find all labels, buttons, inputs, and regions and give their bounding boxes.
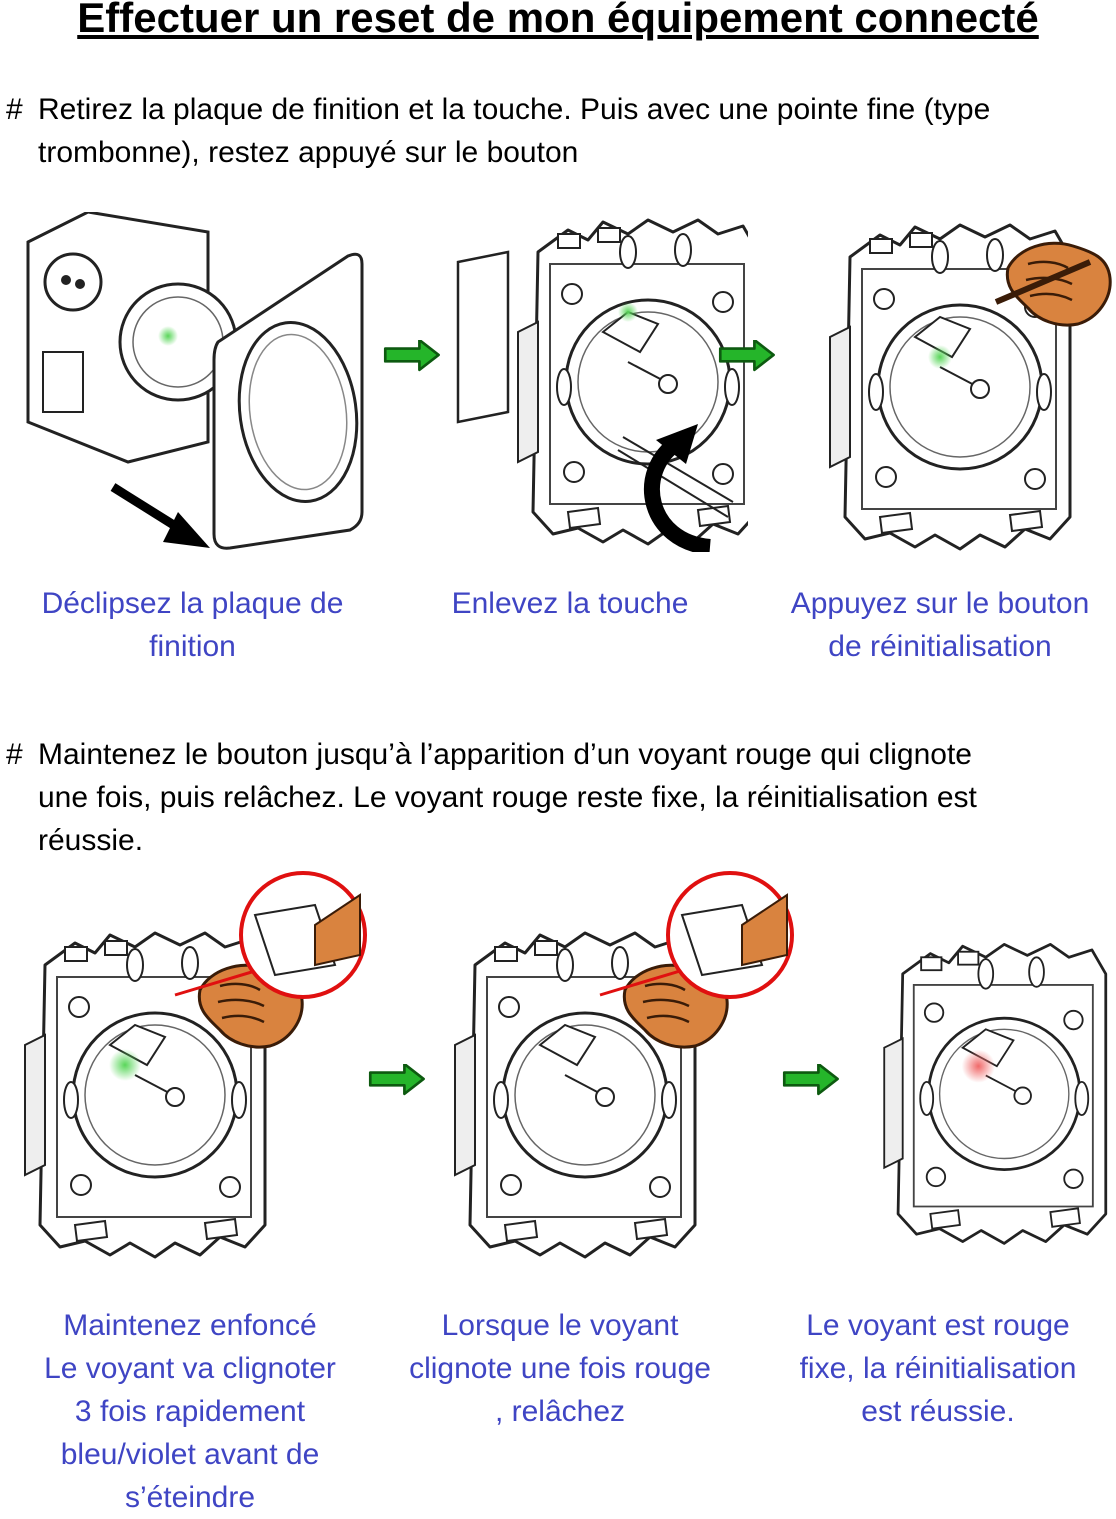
step-1-line-2: trombonne), restez appuyé sur le bouton	[38, 136, 579, 169]
device-red-led-illustration	[882, 942, 1108, 1245]
caption-line: , relâchez	[494, 1395, 626, 1428]
green-led-icon	[158, 326, 178, 346]
caption-line: clignote une fois rouge	[409, 1352, 711, 1385]
mechanism-icon	[828, 223, 1072, 551]
device-unclip-plate-illustration	[26, 212, 364, 550]
green-led-icon	[618, 302, 638, 322]
finish-plate-icon	[212, 252, 364, 550]
step-2-line-2: une fois, puis relâchez. Le voyant rouge…	[38, 781, 977, 814]
mechanism-icon	[882, 942, 1108, 1245]
device-press-button-illustration	[828, 223, 1112, 551]
caption-line: Maintenez enfoncé	[63, 1309, 317, 1342]
caption-line: Lorsque le voyant	[441, 1309, 679, 1342]
caption-line: finition	[149, 630, 236, 663]
caption-unclip-plate: Déclipsez la plaque de finition	[0, 582, 385, 668]
caption-press-reset: Appuyez sur le bouton de réinitialisatio…	[755, 582, 1116, 668]
step-2-line-1: Maintenez le bouton jusqu’à l’apparition…	[38, 738, 972, 771]
caption-line: Déclipsez la plaque de	[41, 587, 344, 620]
green-arrow-icon	[782, 1064, 839, 1096]
caption-line: bleu/violet avant de	[60, 1438, 320, 1471]
caption-release-button: Lorsque le voyant clignote une fois roug…	[380, 1304, 740, 1433]
caption-line: fixe, la réinitialisation	[799, 1352, 1077, 1385]
step-1-bullet: #	[6, 93, 23, 126]
red-led-icon	[961, 1049, 995, 1083]
caption-line: Enlevez la touche	[451, 587, 689, 620]
caption-line: s’éteindre	[124, 1481, 256, 1514]
step-2-line-3: réussie.	[38, 824, 144, 857]
caption-line: est réussie.	[861, 1395, 1015, 1428]
green-arrow-icon	[383, 340, 440, 372]
green-arrow-icon	[368, 1064, 425, 1096]
caption-line: de réinitialisation	[828, 630, 1052, 663]
page-title: Effectuer un reset de mon équipement con…	[77, 0, 1039, 41]
caption-line: Appuyez sur le bouton	[790, 587, 1090, 620]
green-led-icon	[109, 1049, 141, 1081]
device-hold-button-illustration	[23, 871, 367, 1259]
rotate-arrow-icon	[644, 424, 712, 552]
caption-line: Le voyant va clignoter	[44, 1352, 336, 1385]
caption-reset-success: Le voyant est rouge fixe, la réinitialis…	[760, 1304, 1116, 1433]
connected-device-icon	[26, 212, 238, 464]
caption-hold-button: Maintenez enfoncé Le voyant va clignoter…	[0, 1304, 380, 1519]
step-2-bullet: #	[6, 738, 23, 771]
green-led-icon	[928, 345, 952, 369]
unclip-direction-arrow-icon	[110, 483, 210, 548]
mechanism-icon	[23, 931, 267, 1259]
screwdriver-icon	[622, 436, 734, 503]
zoom-circle-icon	[666, 871, 794, 999]
device-remove-key-illustration	[456, 218, 748, 552]
green-arrow-icon	[718, 340, 775, 372]
caption-remove-key: Enlevez la touche	[385, 582, 755, 625]
caption-line: 3 fois rapidement	[74, 1395, 306, 1428]
mechanism-icon	[516, 218, 748, 546]
zoom-circle-icon	[239, 871, 367, 999]
paperclip-icon	[994, 259, 1092, 305]
device-release-button-illustration	[453, 871, 794, 1259]
step-1-line-1: Retirez la plaque de finition et la touc…	[38, 93, 991, 126]
caption-line: Le voyant est rouge	[806, 1309, 1070, 1342]
